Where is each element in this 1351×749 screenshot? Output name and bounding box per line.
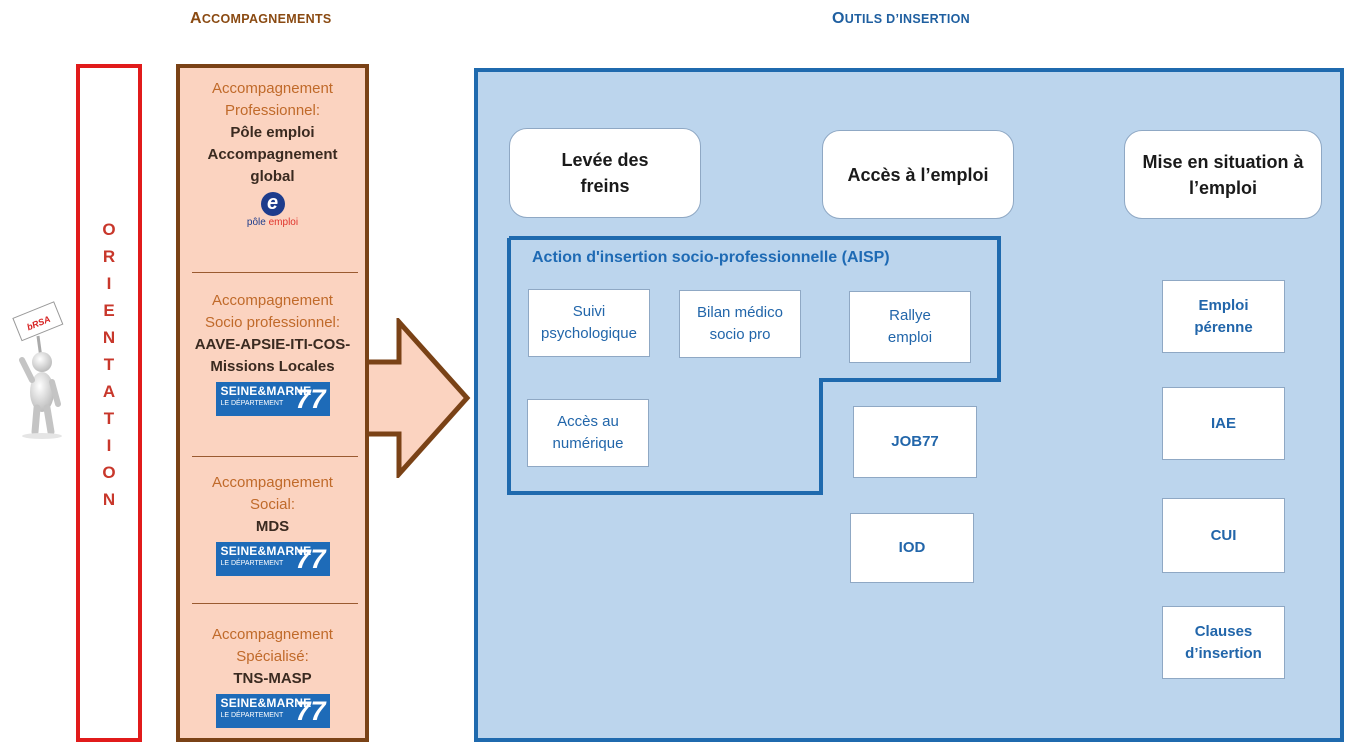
levee-des-freins-box: Levée des freins	[509, 128, 701, 218]
iod-box: IOD	[850, 513, 974, 583]
acces-au-numerique-box: Accès au numérique	[527, 399, 649, 467]
acces-emploi-box: Accès à l’emploi	[822, 130, 1014, 219]
accompagnements-column: Accompagnement Professionnel: Pôle emplo…	[176, 64, 369, 742]
aisp-title: Action d'insertion socio-professionnelle…	[532, 249, 890, 266]
accompagnement-social: Accompagnement Social: MDS SEINE&MARNE L…	[212, 474, 333, 576]
bilan-medico-socio-pro-box: Bilan médico socio pro	[679, 290, 801, 358]
job77-box: JOB77	[853, 406, 977, 478]
cui-box: CUI	[1162, 498, 1285, 573]
seine-et-marne-logo: SEINE&MARNE LE DÉPARTEMENT 77	[215, 694, 330, 728]
emploi-perenne-box: Emploi pérenne	[1162, 280, 1285, 353]
accompagnement-professionnel: Accompagnement Professionnel: Pôle emplo…	[207, 80, 338, 228]
pole-emploi-logo: e pôle emploi	[246, 192, 299, 228]
divider	[192, 272, 358, 273]
orientation-label: O R I E N T A T I O N	[102, 220, 116, 509]
seine-et-marne-logo: SEINE&MARNE LE DÉPARTEMENT 77	[215, 382, 330, 416]
accompagnements-header: ACCOMPAGNEMENTS	[190, 10, 332, 27]
outils-insertion-header: OUTILS D’INSERTION	[832, 10, 970, 27]
orientation-box: O R I E N T A T I O N	[76, 64, 142, 742]
divider	[192, 603, 358, 604]
seine-et-marne-logo: SEINE&MARNE LE DÉPARTEMENT 77	[215, 542, 330, 576]
iae-box: IAE	[1162, 387, 1285, 460]
rallye-emploi-box: Rallye emploi	[849, 291, 971, 363]
accompagnement-socio-professionnel: Accompagnement Socio professionnel: AAVE…	[194, 292, 351, 416]
divider	[192, 456, 358, 457]
clauses-insertion-box: Clauses d’insertion	[1162, 606, 1285, 679]
person-with-sign-icon: bRSA	[12, 301, 64, 439]
flow-arrow	[355, 318, 471, 478]
suivi-psychologique-box: Suivi psychologique	[528, 289, 650, 357]
accompagnement-specialise: Accompagnement Spécialisé: TNS-MASP SEIN…	[212, 626, 333, 728]
mise-en-situation-box: Mise en situation à l’emploi	[1124, 130, 1322, 219]
